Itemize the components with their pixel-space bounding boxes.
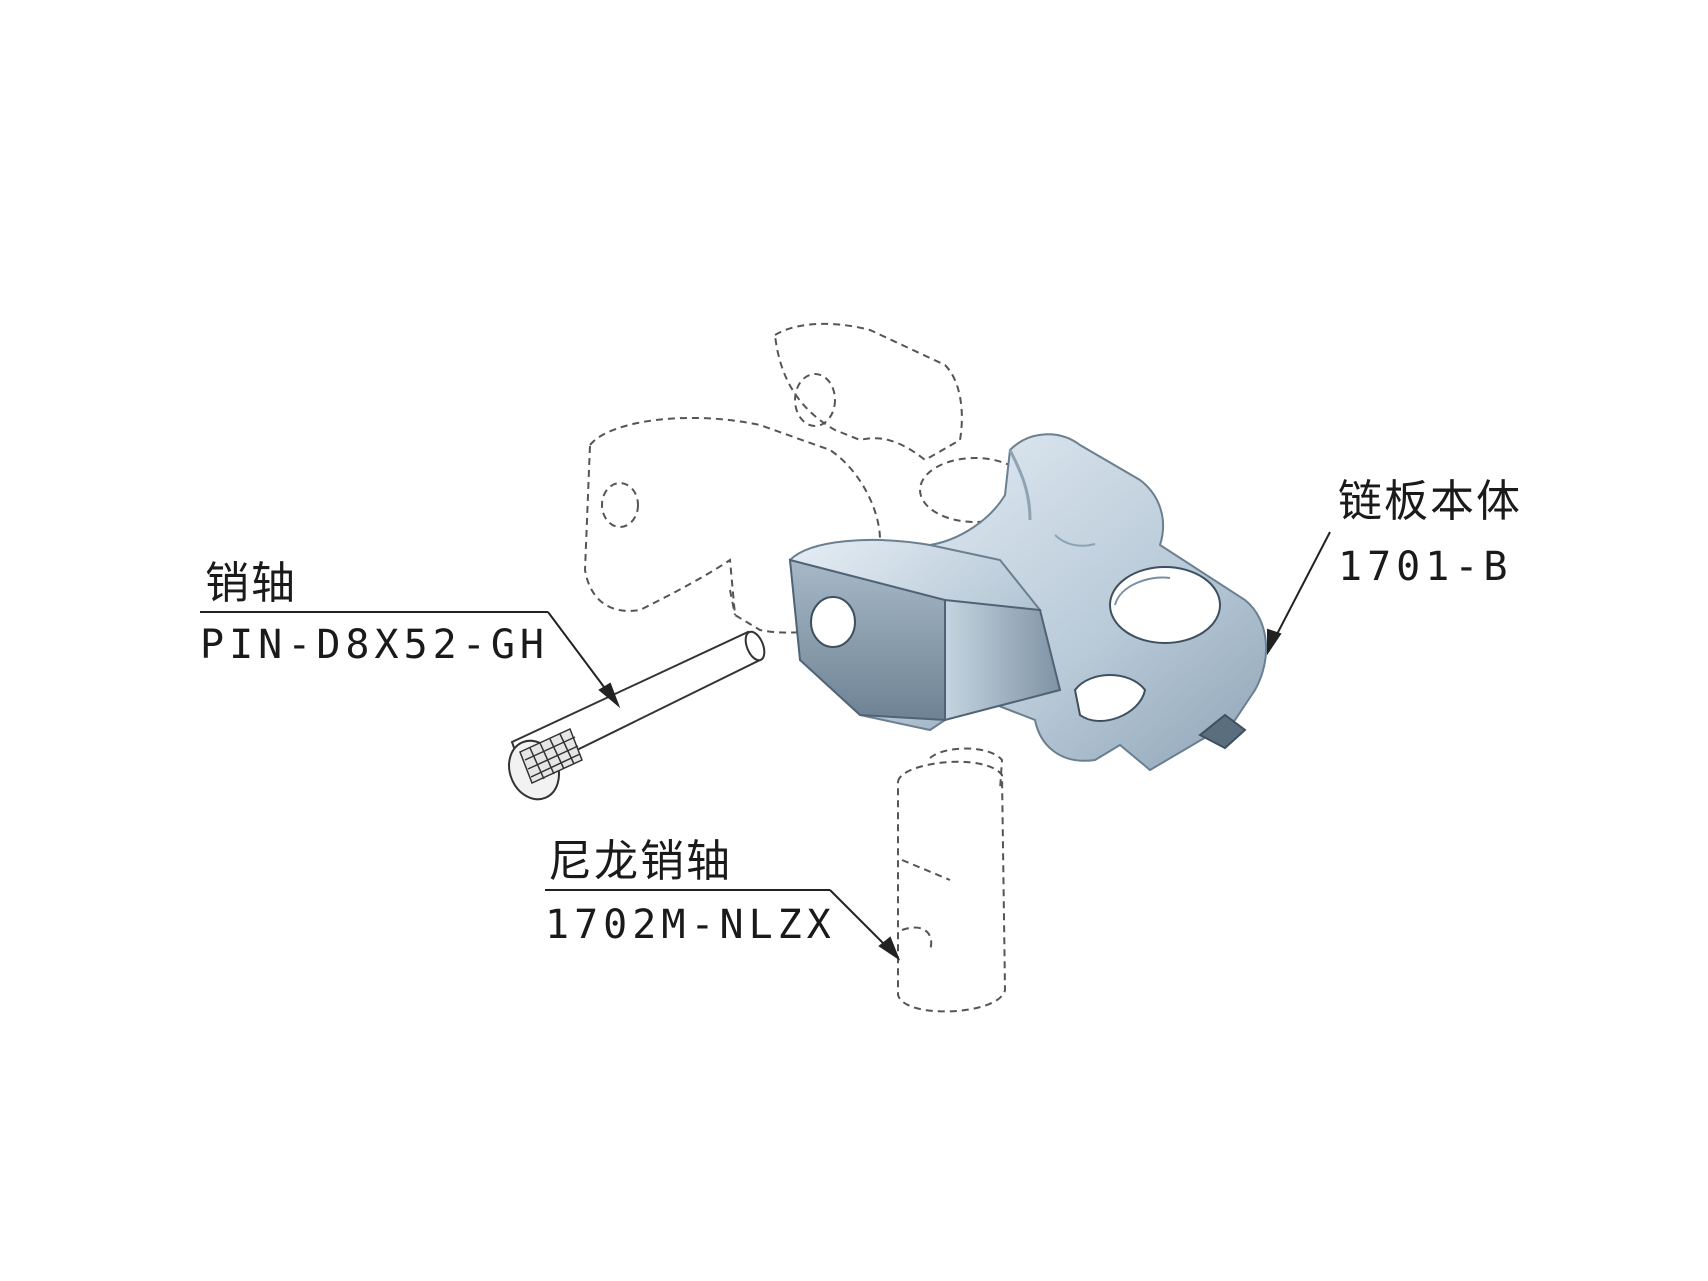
- knurled-grip: [519, 727, 583, 785]
- body-leader-line: [1274, 531, 1331, 639]
- nylon-pin-leader-line: [829, 889, 891, 951]
- body-code-label: 1701-B: [1338, 544, 1513, 590]
- body-leader-arrow: [1267, 628, 1282, 656]
- pin-name-label: 销轴: [205, 558, 297, 609]
- pin-code-label: PIN-D8X52-GH: [200, 622, 549, 668]
- nylon-pin-leader-arrow: [878, 936, 901, 961]
- pin-leader-line: [547, 611, 611, 696]
- body-name-label: 链板本体: [1338, 476, 1522, 527]
- chain-link-body: [788, 433, 1268, 772]
- pin-leader-arrow: [598, 682, 621, 709]
- steel-pin: [508, 630, 766, 801]
- leader-lines: [200, 531, 1331, 961]
- nylon-pin-ghost: [897, 747, 1007, 1013]
- nylon-pin-name-label: 尼龙销轴: [548, 836, 732, 887]
- nylon-pin-code-label: 1702M-NLZX: [545, 902, 836, 948]
